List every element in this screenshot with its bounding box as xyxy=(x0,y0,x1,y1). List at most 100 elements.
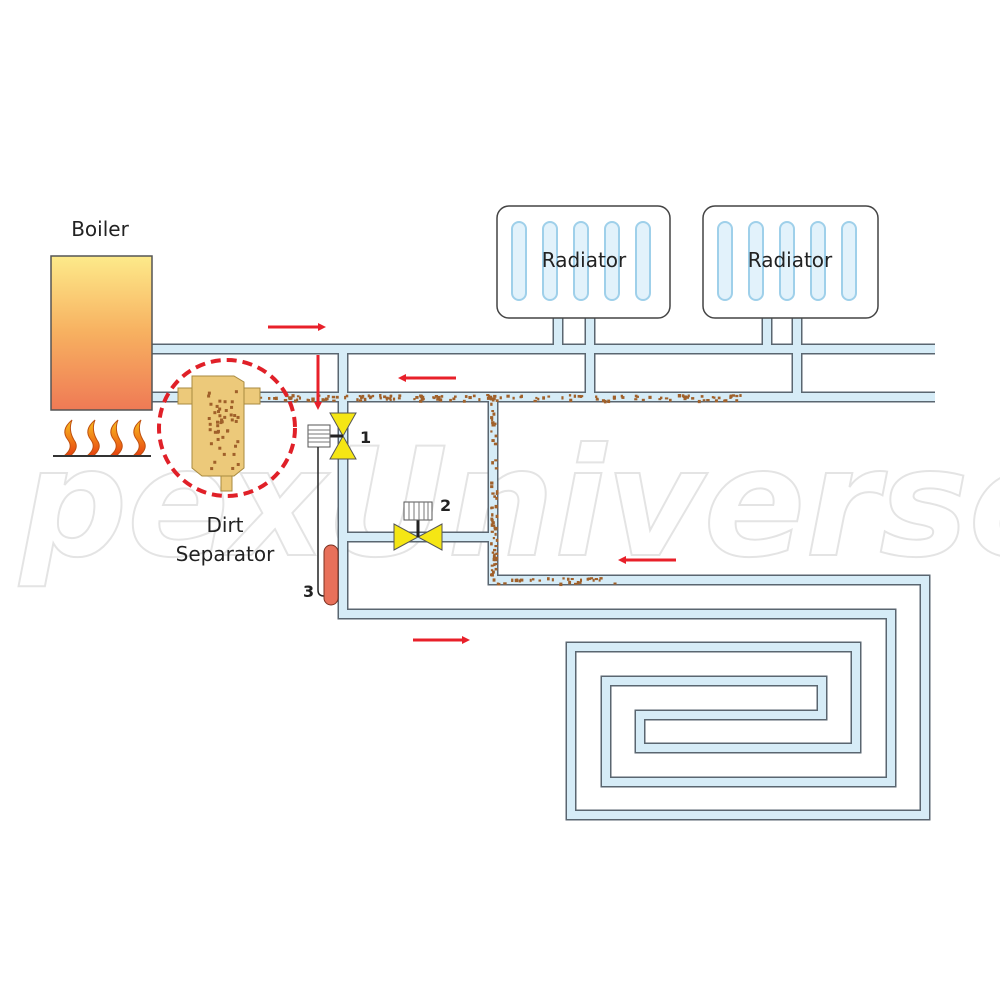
dirt-particle xyxy=(490,485,494,489)
dirt-particle xyxy=(218,414,222,418)
flame-icon xyxy=(62,419,146,457)
dirt-particle xyxy=(490,569,494,572)
dirt-particle xyxy=(218,399,222,403)
dirt-particle xyxy=(499,396,502,400)
radiator-tube xyxy=(841,221,857,301)
dirt-particle xyxy=(518,579,522,583)
dirt-particle xyxy=(389,398,392,401)
dirt-particle xyxy=(681,394,685,398)
dirt-particle xyxy=(492,524,496,527)
dirt-particle xyxy=(495,526,498,530)
radiator-1-label: Radiator xyxy=(542,248,627,272)
dirt-particle xyxy=(658,398,662,401)
dirt-particle xyxy=(547,577,550,581)
dirt-particle xyxy=(493,495,496,498)
dirt-particle xyxy=(419,395,423,398)
radiator-1: Radiator xyxy=(496,205,671,319)
dirt-particle xyxy=(603,399,607,404)
dirt-particle xyxy=(514,578,519,583)
dirt-particle xyxy=(291,394,295,398)
boiler-label: Boiler xyxy=(71,217,129,241)
dirt-particle xyxy=(702,399,706,402)
dirt-particle xyxy=(574,582,578,585)
dirt-particle xyxy=(664,397,669,400)
dirt-particle xyxy=(419,399,423,403)
dirt-particle xyxy=(660,396,663,399)
dirt-particle xyxy=(308,399,311,402)
dirt-particle xyxy=(208,428,212,432)
dirt-particle xyxy=(215,420,219,424)
dirt-particle xyxy=(520,394,523,398)
dirt-particle xyxy=(607,399,611,404)
temperature-sensor-3 xyxy=(323,544,339,606)
dirt-particle xyxy=(494,562,498,566)
dirt-particle xyxy=(268,397,271,400)
dirt-particle xyxy=(587,577,591,581)
dirt-particle xyxy=(367,394,370,398)
dirt-particle xyxy=(490,523,494,527)
dirt-particle xyxy=(492,537,495,540)
pipe-network xyxy=(152,318,935,821)
dirt-particle xyxy=(493,553,496,558)
dirt-particle xyxy=(683,397,687,401)
dirt-particle xyxy=(490,416,494,420)
dirt-particle xyxy=(490,542,493,546)
dirt-particle xyxy=(216,437,220,441)
dirt-particle xyxy=(648,395,652,399)
dirt-particle xyxy=(713,396,716,399)
dirt-particle xyxy=(344,395,347,400)
dirt-particle xyxy=(739,394,742,397)
dirt-particle xyxy=(369,395,373,399)
dirt-particle xyxy=(494,467,499,470)
dirt-particle xyxy=(601,399,605,403)
dirt-particle xyxy=(735,394,739,398)
dirt-particle xyxy=(415,396,419,399)
dirt-particles xyxy=(245,394,742,587)
dirt-particle xyxy=(321,398,325,402)
dirt-particle xyxy=(432,396,435,399)
dirt-particle xyxy=(495,492,498,495)
dirt-particle xyxy=(486,396,491,400)
dirt-particle xyxy=(462,399,466,403)
dirt-particle xyxy=(494,532,497,536)
radiator-tube xyxy=(635,221,651,301)
dirt-particle xyxy=(490,481,494,485)
radiator-tube xyxy=(717,221,733,301)
dirt-particle xyxy=(495,538,499,542)
dirt-particle xyxy=(440,395,444,398)
dirt-particle xyxy=(379,394,382,398)
dirt-particle xyxy=(677,394,682,398)
dirt-particle xyxy=(700,395,704,398)
dirt-particle xyxy=(296,398,299,402)
dirt-particle xyxy=(296,395,300,398)
sensor-3-number: 3 xyxy=(303,582,314,601)
dirt-particle xyxy=(547,395,551,398)
dirt-particle xyxy=(697,399,701,404)
radiator-tube xyxy=(511,221,527,301)
dirt-particle xyxy=(495,399,499,402)
dirt-particle xyxy=(208,422,212,426)
dirt-particle xyxy=(595,398,599,401)
radiator-2-label: Radiator xyxy=(748,248,833,272)
dirt-particle xyxy=(398,394,402,397)
dirt-particle xyxy=(283,399,288,402)
dirt-particle xyxy=(421,397,425,401)
dirt-particle xyxy=(533,399,537,403)
dirt-particle xyxy=(207,417,211,421)
dirt-particle xyxy=(580,578,583,582)
dirt-separator-label-1: Dirt xyxy=(206,513,243,537)
dirt-particle xyxy=(294,399,297,403)
dirt-particle xyxy=(577,395,582,398)
dirt-particle xyxy=(496,582,499,586)
dirt-particle xyxy=(218,446,222,450)
dirt-particle xyxy=(452,397,456,401)
dirt-particle xyxy=(569,398,573,403)
dirt-particle xyxy=(230,405,234,409)
dirt-particle xyxy=(506,394,510,398)
dirt-particle xyxy=(495,490,499,494)
dirt-particle xyxy=(216,424,220,428)
dirt-particle xyxy=(493,526,496,529)
dirt-particle xyxy=(478,398,481,402)
dirt-particle xyxy=(685,396,690,399)
